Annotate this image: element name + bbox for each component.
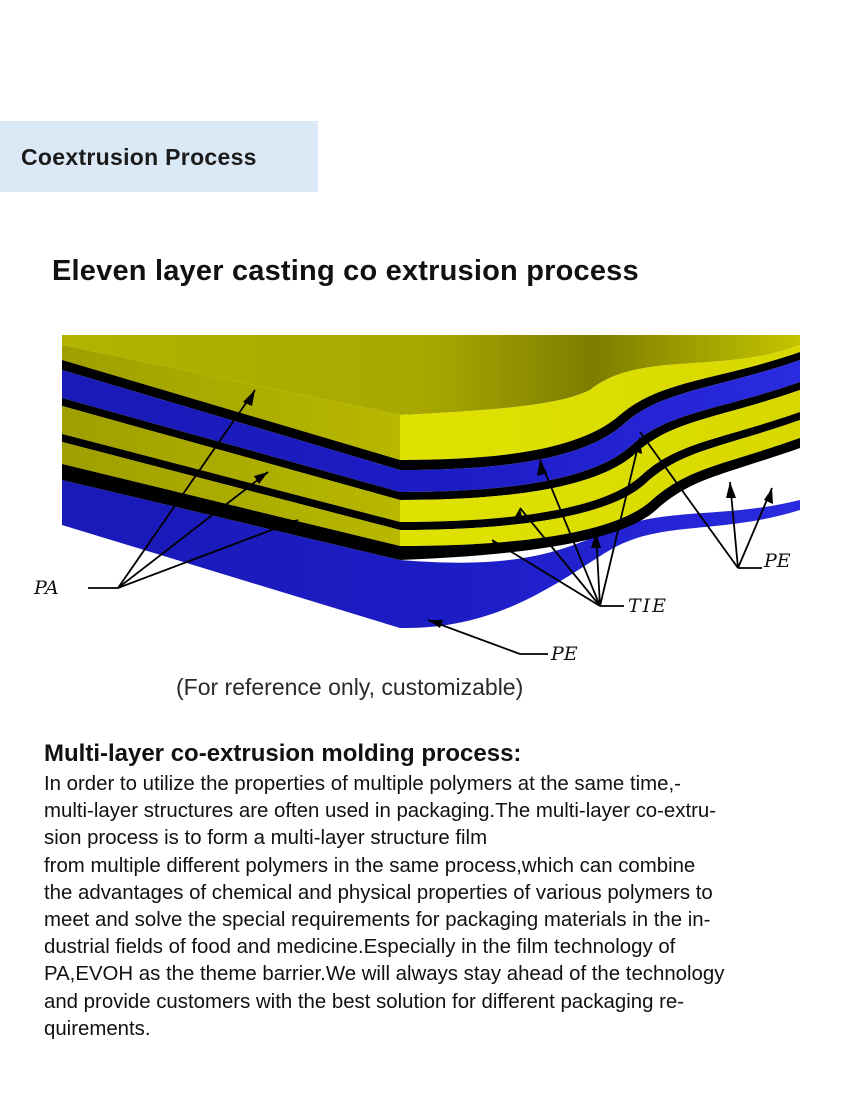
body-line: and provide customers with the best solu… <box>44 990 685 1013</box>
label-pe-bottom: PE <box>550 643 578 665</box>
body-line: multi-layer structures are often used in… <box>44 800 717 823</box>
body-line: PA,EVOH as the theme barrier.We will alw… <box>44 963 725 986</box>
section-banner: Coextrusion Process <box>0 121 318 192</box>
arrow-heads <box>243 390 773 628</box>
diagram-caption: (For reference only, customizable) <box>176 674 524 700</box>
body-line: In order to utilize the properties of mu… <box>44 773 681 795</box>
label-tie: TIE <box>628 595 668 617</box>
section-title: Coextrusion Process <box>21 144 257 170</box>
body-line: dustrial fields of food and medicine.Esp… <box>44 936 676 959</box>
layer-diagram: PA TIE PE PE <box>33 335 800 665</box>
label-pa: PA <box>33 577 59 599</box>
body-line: quirements. <box>44 1017 151 1040</box>
body-line: sion process is to form a multi-layer st… <box>44 827 488 850</box>
leader-lines <box>88 389 773 655</box>
article-title: Multi-layer co-extrusion molding process… <box>44 740 522 767</box>
label-pe-right: PE <box>763 550 791 572</box>
layer-bands <box>62 345 800 560</box>
body-line: from multiple different polymers in the … <box>44 854 696 877</box>
top-surface <box>62 335 800 415</box>
headline: Eleven layer casting co extrusion proces… <box>52 255 639 287</box>
body-line: meet and solve the special requirements … <box>44 909 711 932</box>
article-body: In order to utilize the properties of mu… <box>44 771 814 1043</box>
body-line: the advantages of chemical and physical … <box>44 881 713 904</box>
